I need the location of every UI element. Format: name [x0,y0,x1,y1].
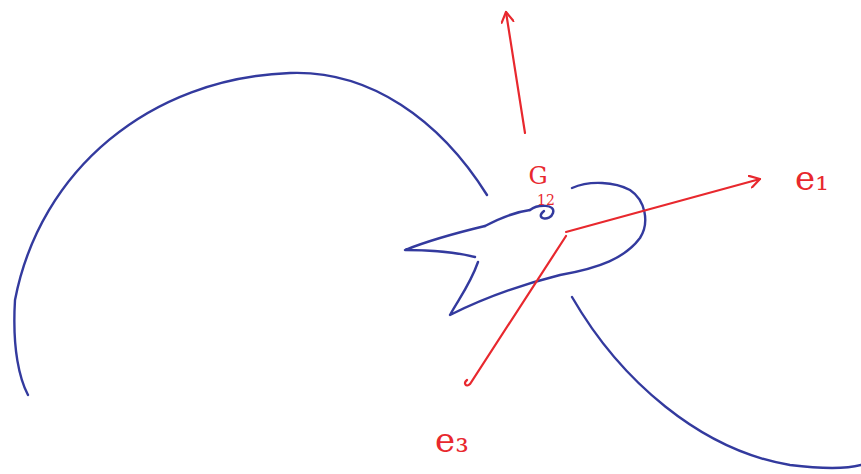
point-label: G [528,164,547,188]
axis-label: e₁ [795,161,829,195]
axis-label: e₃ [435,423,469,457]
point-index: 12 [537,193,555,207]
